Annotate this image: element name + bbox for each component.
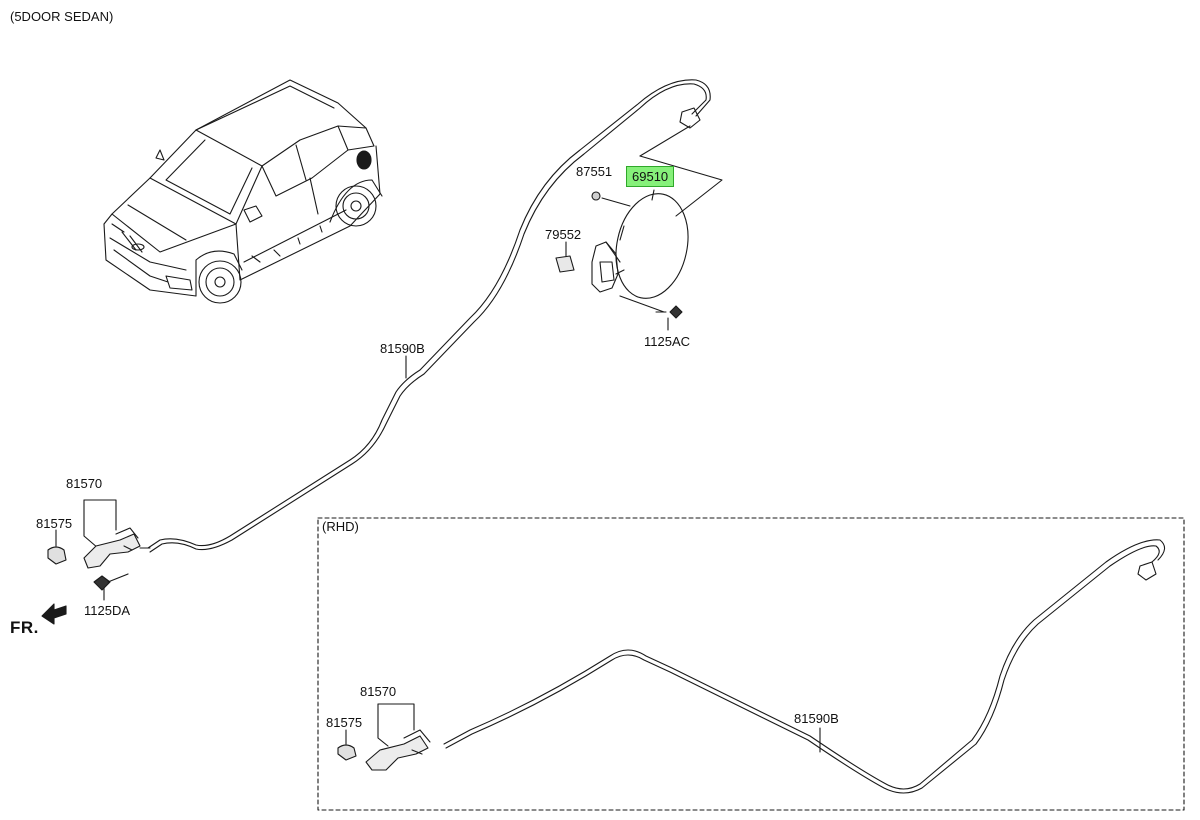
part-label-87551[interactable]: 87551 (576, 164, 613, 179)
vehicle-illustration (103, 79, 383, 304)
fuel-filler-door (555, 191, 689, 319)
part-label-81590b[interactable]: 81590B (380, 341, 425, 356)
rhd-release-lever-81570 (337, 729, 431, 771)
front-arrow-icon (41, 603, 67, 625)
rhd-part-label-81590b[interactable]: 81590B (794, 711, 839, 726)
rhd-section-box (317, 517, 1185, 811)
part-label-81575[interactable]: 81575 (36, 516, 73, 531)
release-cable-81590b (147, 79, 711, 553)
rhd-release-cable-81590b (443, 539, 1166, 794)
part-label-1125da[interactable]: 1125DA (84, 603, 131, 618)
front-direction-label: FR. (10, 618, 39, 637)
part-label-79552[interactable]: 79552 (545, 227, 582, 242)
part-label-81570[interactable]: 81570 (66, 476, 103, 491)
part-label-1125ac[interactable]: 1125AC (644, 334, 691, 349)
rhd-leader-lines (345, 703, 821, 753)
release-lever-81570 (47, 527, 151, 591)
rhd-part-label-81570[interactable]: 81570 (360, 684, 397, 699)
rhd-section-title: (RHD) (322, 519, 359, 534)
variant-label: (5DOOR SEDAN) (10, 9, 114, 24)
rhd-part-label-81575[interactable]: 81575 (326, 715, 363, 730)
leader-lines (55, 125, 723, 601)
part-label-69510-highlighted[interactable]: 69510 (626, 166, 675, 187)
